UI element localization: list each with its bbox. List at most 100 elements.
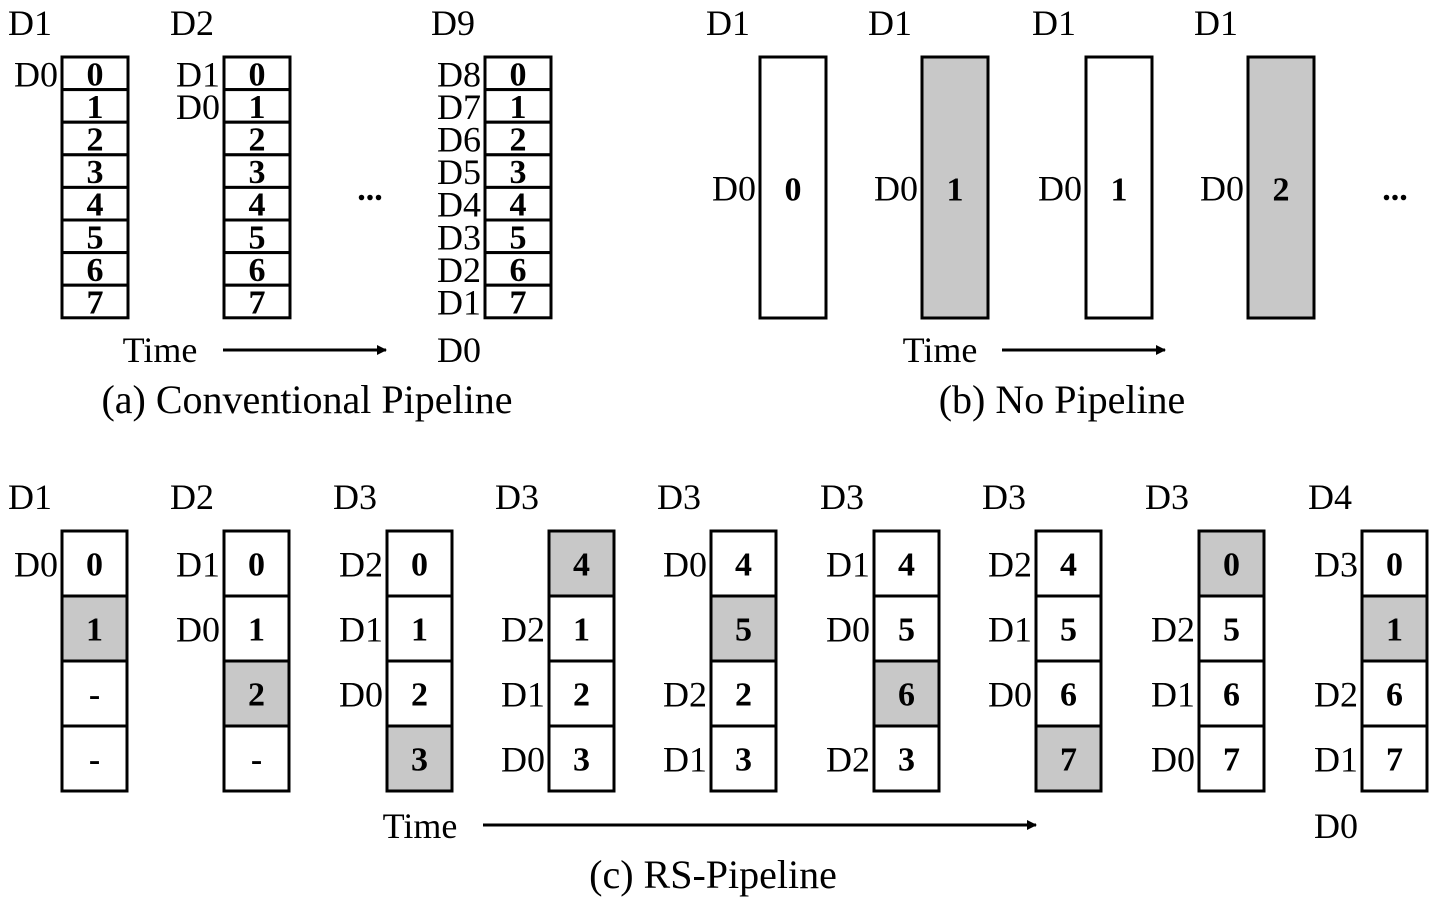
- panel-a-cell: [60, 218, 130, 255]
- panel-c-rs-pipeline: D10D01--D20D11D02-D30D21D12D03D341D22D13…: [8, 477, 1429, 846]
- panel-b-block-value: 0: [785, 172, 802, 209]
- panel-c-side-label: D1: [826, 545, 870, 585]
- panel-c-cell: [1197, 529, 1266, 598]
- panel-c-side-label: D1: [176, 545, 220, 585]
- panel-a-cell-value: 0: [87, 56, 104, 93]
- panel-c-top-label: D3: [657, 477, 701, 517]
- panel-c-cell: [872, 724, 941, 793]
- panel-c-side-label: D2: [826, 740, 870, 780]
- panel-a-cell: [222, 153, 292, 189]
- caption-a: (a) Conventional Pipeline: [101, 377, 512, 422]
- caption-c: (c) RS-Pipeline: [589, 852, 837, 897]
- panel-c-side-label: D3: [1314, 545, 1358, 585]
- panel-a-cell-value: 7: [510, 285, 527, 322]
- panel-a-side-label: D8: [437, 54, 481, 94]
- panel-b-side-label: D0: [1038, 169, 1082, 209]
- panel-c-cell-value: 3: [735, 742, 752, 779]
- panel-a-cell-value: 7: [249, 285, 266, 322]
- ellipsis-b: ...: [1382, 171, 1408, 208]
- panel-a-cell-value: 4: [87, 187, 104, 224]
- panel-c-cell-value: 3: [573, 742, 590, 779]
- panel-a-cell-value: 5: [249, 219, 266, 256]
- panel-c-cell: [1360, 724, 1429, 793]
- panel-c-side-label: D2: [339, 545, 383, 585]
- panel-c-cell-value: 6: [1060, 677, 1077, 714]
- panel-c-cell-value: -: [89, 742, 100, 779]
- panel-c-cell-value: 7: [1386, 742, 1403, 779]
- panel-c-cell-value: 5: [1060, 612, 1077, 649]
- panel-c-cell: [1034, 724, 1103, 793]
- panel-a-cell: [483, 251, 553, 287]
- panel-b-block-value: 1: [947, 172, 964, 209]
- panel-c-top-label: D1: [8, 477, 52, 517]
- panel-a-cell-value: 1: [510, 89, 527, 126]
- panel-c-side-label: D2: [988, 545, 1032, 585]
- panel-c-side-label: D0: [663, 545, 707, 585]
- panel-b-side-label: D0: [874, 169, 918, 209]
- panel-c-cell: [709, 529, 778, 598]
- panel-b-top-label: D1: [868, 3, 912, 43]
- panel-b-column-1: D1 1 D0: [868, 3, 990, 320]
- panel-a-cell-value: 4: [510, 187, 527, 224]
- panel-a-cell: [483, 218, 553, 255]
- panel-a-cell-value: 0: [249, 56, 266, 93]
- panel-a-cell-value: 6: [249, 252, 266, 289]
- panel-c-cell: [60, 594, 129, 663]
- panel-c-side-label: D1: [988, 610, 1032, 650]
- panel-c-cell: [1034, 659, 1103, 728]
- panel-c-cell: [709, 659, 778, 728]
- panel-c-cell-value: 7: [1223, 742, 1240, 779]
- panel-c-cell: [385, 724, 454, 793]
- panel-c-side-label: D0: [1151, 740, 1195, 780]
- panel-c-cell-value: 4: [735, 547, 752, 584]
- panel-a-cell-value: 4: [249, 187, 266, 224]
- panel-c-cell-value: 0: [248, 547, 265, 584]
- panel-b-column-2: D1 1 D0: [1032, 3, 1154, 320]
- panel-c-top-label: D3: [982, 477, 1026, 517]
- panel-a-cell-value: 3: [249, 154, 266, 191]
- panel-c-side-label: D0: [501, 740, 545, 780]
- panel-c-side-label: D1: [501, 675, 545, 715]
- panel-a-side-label: D5: [437, 152, 481, 192]
- panel-a-cell-value: 2: [87, 122, 104, 159]
- panel-c-side-label: D0: [988, 675, 1032, 715]
- panel-b-top-label: D1: [706, 3, 750, 43]
- panel-b-block-value: 2: [1273, 172, 1290, 209]
- panel-a-top-label: D1: [8, 3, 52, 43]
- panel-c-side-label: D0: [14, 545, 58, 585]
- panel-c-cell-value: 4: [1060, 547, 1077, 584]
- panel-c-cell-value: 6: [898, 677, 915, 714]
- panel-c-cell: [709, 724, 778, 793]
- panel-a-side-label: D2: [437, 250, 481, 290]
- panel-a-side-label: D7: [437, 87, 481, 127]
- panel-a-cell-value: 0: [510, 56, 527, 93]
- panel-a-bottom-label: D0: [437, 330, 481, 370]
- panel-c-cell-value: 5: [735, 612, 752, 649]
- panel-c-cell: [222, 724, 291, 793]
- panel-c-cell-value: 4: [898, 547, 915, 584]
- panel-b-block: [758, 55, 828, 320]
- panel-c-side-label: D1: [663, 740, 707, 780]
- panel-c-cell: [385, 594, 454, 663]
- panel-a-cell-value: 3: [87, 154, 104, 191]
- panel-a-cell: [483, 120, 553, 157]
- panel-c-side-label: D1: [339, 610, 383, 650]
- panel-c-cell: [222, 529, 291, 598]
- panel-c-cell-value: 0: [1223, 547, 1240, 584]
- panel-c-side-label: D2: [1151, 610, 1195, 650]
- panel-a-cell-value: 6: [510, 252, 527, 289]
- panel-a-cell-value: 1: [87, 89, 104, 126]
- panel-a-cell-value: 5: [510, 219, 527, 256]
- panel-c-cell-value: -: [251, 742, 262, 779]
- panel-c-cell: [385, 659, 454, 728]
- panel-b-block-value: 1: [1111, 172, 1128, 209]
- panel-c-cell: [1034, 529, 1103, 598]
- panel-c-top-label: D3: [495, 477, 539, 517]
- panel-b-top-label: D1: [1032, 3, 1076, 43]
